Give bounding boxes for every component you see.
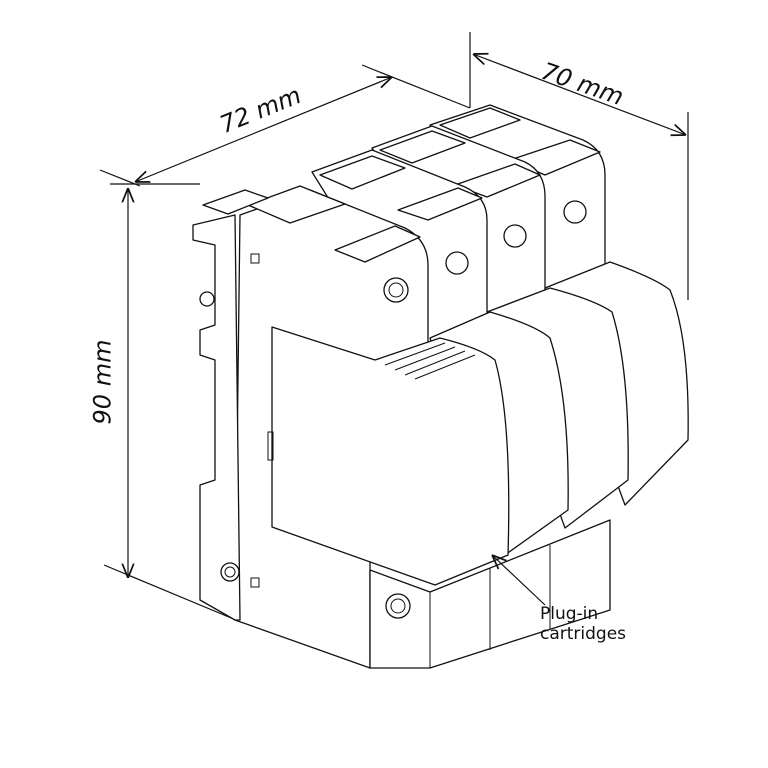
dimension-70mm <box>469 32 689 300</box>
dimension-72mm <box>99 64 471 187</box>
din-bracket <box>192 189 269 621</box>
callout-line-2: cartridges <box>540 624 627 644</box>
module-1 <box>234 185 611 669</box>
callout-line-1: Plug-in <box>540 604 599 624</box>
plug-in-cartridges-label: Plug-in cartridges <box>540 604 626 644</box>
height-label: 90 mm <box>88 339 117 425</box>
cartridge-callout-arrow <box>492 555 546 606</box>
dimension-90mm <box>103 183 237 621</box>
